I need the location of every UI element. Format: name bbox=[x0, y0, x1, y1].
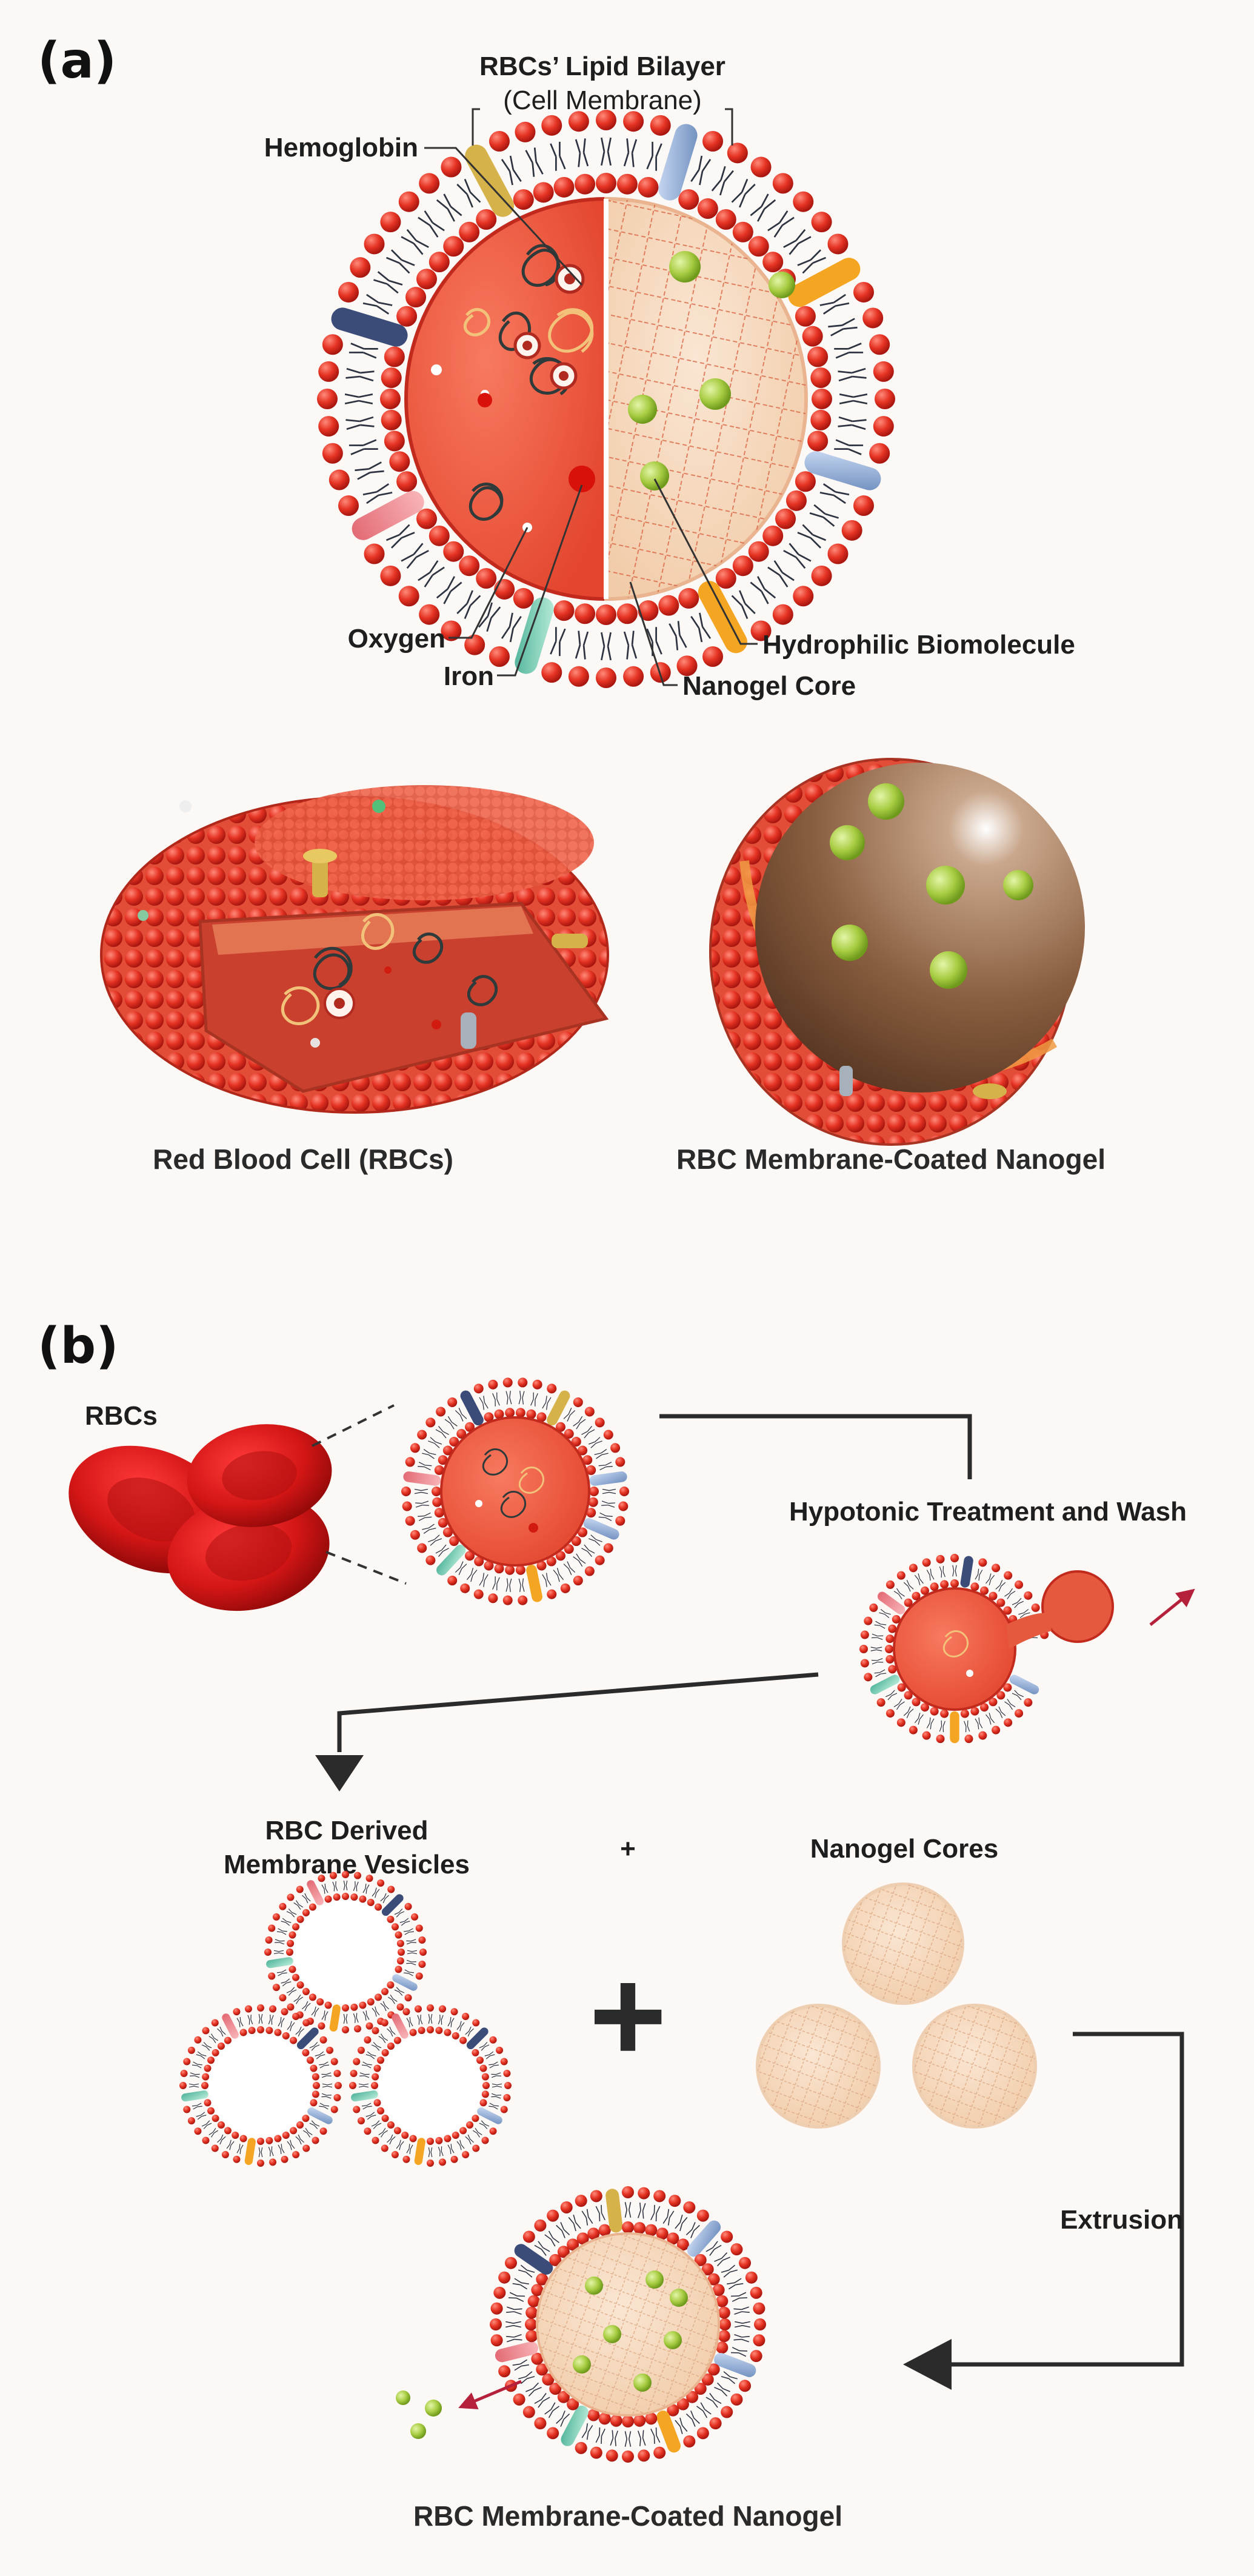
bilayer-title-label: RBCs’ Lipid Bilayer bbox=[479, 52, 725, 81]
membrane-protein bbox=[684, 2218, 724, 2260]
release-arrow bbox=[467, 2381, 521, 2404]
membrane-protein bbox=[329, 2004, 341, 2032]
iron-dot bbox=[569, 466, 595, 492]
membrane-protein bbox=[265, 1956, 294, 1969]
membrane-protein bbox=[414, 2137, 426, 2166]
membrane-protein bbox=[390, 2012, 410, 2040]
membrane-protein bbox=[950, 1711, 959, 1744]
derived-label-line1: RBC Derived bbox=[265, 1816, 429, 1845]
extrusion-label: Extrusion bbox=[1060, 2205, 1183, 2235]
membrane-protein bbox=[221, 2012, 240, 2040]
final-coated-nanogel bbox=[490, 2186, 766, 2463]
membrane-protein bbox=[869, 1673, 901, 1696]
membrane-protein bbox=[461, 141, 518, 221]
connector-line bbox=[659, 1416, 970, 1479]
membrane-protein bbox=[694, 577, 751, 657]
rbc-nanogel-cross-section bbox=[317, 110, 895, 688]
plus-small: + bbox=[620, 1834, 636, 1864]
membrane-protein bbox=[306, 2106, 334, 2126]
iron-label: Iron bbox=[444, 661, 494, 691]
oxygen-dot bbox=[431, 364, 442, 375]
bilayer-subtitle-label: (Cell Membrane) bbox=[503, 85, 702, 115]
membrane-protein bbox=[348, 487, 428, 544]
rbc-3d-illustration bbox=[101, 785, 608, 1112]
membrane-protein bbox=[295, 2026, 320, 2051]
membrane-protein bbox=[305, 1879, 325, 1907]
released-molecules bbox=[396, 2390, 442, 2439]
hemoglobin-label: Hemoglobin bbox=[264, 133, 418, 162]
final-caption: RBC Membrane-Coated Nanogel bbox=[413, 2500, 842, 2532]
membrane-protein bbox=[559, 2403, 591, 2448]
membrane-protein bbox=[391, 1973, 419, 1992]
membrane-protein bbox=[959, 1555, 973, 1588]
rbc-caption: Red Blood Cell (RBCs) bbox=[153, 1143, 453, 1175]
arrow-head-down bbox=[315, 1755, 364, 1791]
coated-nanogel-3d-illustration bbox=[710, 759, 1085, 1145]
coated-nanogel-caption: RBC Membrane-Coated Nanogel bbox=[676, 1143, 1106, 1175]
nanogel-core-label: Nanogel Core bbox=[682, 671, 856, 701]
membrane-protein bbox=[181, 2090, 209, 2102]
membrane-protein bbox=[380, 1893, 405, 1918]
rbc-cross-section-small bbox=[401, 1377, 629, 1605]
hydrophilic-biomolecule-label: Hydrophilic Biomolecule bbox=[762, 630, 1075, 660]
membrane-protein bbox=[465, 2026, 490, 2051]
hypotonic-vesicle bbox=[859, 1554, 1113, 1743]
membrane-protein bbox=[784, 254, 864, 311]
membrane-protein bbox=[476, 2106, 504, 2126]
plus-big: + bbox=[589, 1941, 667, 2090]
membrane-protein bbox=[876, 1590, 907, 1616]
membrane-protein bbox=[434, 1542, 468, 1577]
flow-arrow-to-vesicles bbox=[339, 1674, 818, 1752]
membrane-protein bbox=[458, 1389, 485, 1428]
nanogel-cores-label: Nanogel Cores bbox=[810, 1834, 999, 1864]
panel-b-letter: (b) bbox=[38, 1317, 119, 1375]
membrane-protein bbox=[1008, 1673, 1041, 1696]
arrow-head-left bbox=[903, 2339, 952, 2390]
nanogel-cores bbox=[758, 1884, 1035, 2127]
release-arrow bbox=[1150, 1594, 1188, 1625]
iron-dot bbox=[478, 393, 492, 407]
panel-a-letter: (a) bbox=[38, 32, 116, 90]
rbcs-label: RBCs bbox=[85, 1401, 158, 1431]
hypotonic-label: Hypotonic Treatment and Wash bbox=[789, 1497, 1187, 1527]
membrane-vesicles bbox=[179, 1871, 512, 2167]
red-blood-cells bbox=[50, 1415, 341, 1625]
membrane-protein bbox=[582, 1516, 621, 1541]
membrane-protein bbox=[244, 2137, 256, 2166]
membrane-protein bbox=[545, 1389, 572, 1428]
oxygen-label: Oxygen bbox=[348, 624, 445, 654]
membrane-protein bbox=[350, 2090, 379, 2102]
